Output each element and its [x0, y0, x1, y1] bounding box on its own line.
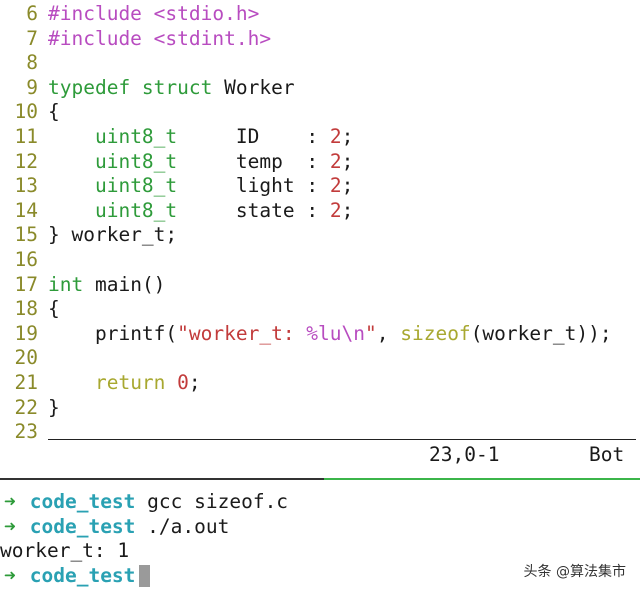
bit-width: 2 — [329, 149, 342, 173]
code-line: 20 — [0, 346, 640, 371]
code-line: 23 — [0, 420, 640, 445]
field-name: temp — [235, 149, 283, 173]
field-name: ID — [235, 124, 260, 148]
semicolon: ; — [188, 370, 201, 394]
code-line: 12 uint8_t temp : 2; — [0, 150, 640, 175]
bit-width: 2 — [329, 174, 342, 198]
code-line: 6 #include <stdio.h> — [0, 2, 640, 27]
line-number: 21 — [14, 370, 38, 394]
semicolon: ; — [341, 149, 354, 173]
colon: : — [306, 174, 319, 198]
vim-editor[interactable]: 6 #include <stdio.h> 7 #include <stdint.h>… — [0, 0, 640, 445]
command-text: gcc sizeof.c — [147, 490, 289, 513]
separator: , — [376, 321, 401, 345]
code-line: 7 #include <stdint.h> — [0, 27, 640, 52]
line-number: 18 — [14, 297, 38, 321]
semicolon: ; — [341, 124, 354, 148]
terminal-pane[interactable]: ➜ code_test gcc sizeof.c ➜ code_test ./a.o… — [0, 490, 640, 588]
include-path: <stdint.h> — [153, 26, 272, 50]
terminal-cursor — [139, 565, 151, 588]
line-number: 15 — [14, 223, 38, 247]
line-number: 11 — [14, 124, 38, 148]
brace: { — [48, 297, 60, 321]
semicolon: ; — [341, 174, 354, 198]
cursor-position: 23,0-1 — [429, 443, 500, 466]
command-text: ./a.out — [147, 514, 230, 538]
preprocessor-keyword: #include — [48, 2, 142, 25]
watermark: 头条 @算法集市 — [523, 564, 626, 580]
prompt-arrow-icon: ➜ — [4, 490, 16, 513]
type-keyword: uint8_t — [94, 149, 178, 173]
line-number: 12 — [14, 149, 38, 173]
prompt-directory: code_test — [29, 514, 136, 538]
prompt-arrow-icon: ➜ — [4, 514, 16, 538]
string-quote: " — [365, 321, 377, 345]
colon: : — [306, 149, 319, 173]
call-tail: (worker_t)); — [470, 321, 612, 345]
line-number: 6 — [26, 2, 38, 25]
line-number: 9 — [26, 75, 38, 99]
semicolon: ; — [341, 198, 354, 222]
code-line: 22} — [0, 396, 640, 421]
terminal-line: ➜ code_test ./a.out — [0, 515, 640, 540]
line-number: 16 — [14, 247, 38, 271]
brace: { — [48, 100, 60, 124]
prompt-directory: code_test — [29, 490, 136, 513]
prompt-arrow-icon: ➜ — [4, 563, 16, 587]
return-keyword: return — [94, 370, 166, 394]
brace: } — [48, 395, 60, 419]
terminal-line[interactable]: ➜ code_test — [0, 564, 640, 589]
type-keyword: uint8_t — [94, 174, 178, 198]
code-line: 19 printf("worker_t: %lu\n", sizeof(work… — [0, 322, 640, 347]
prompt-directory: code_test — [29, 563, 136, 587]
struct-name: Worker — [224, 75, 295, 99]
bit-width: 2 — [329, 124, 342, 148]
line-number: 23 — [14, 420, 38, 444]
colon: : — [306, 198, 319, 222]
scroll-indicator: Bot — [589, 443, 625, 466]
line-number: 22 — [14, 395, 38, 419]
function-signature: main() — [94, 272, 166, 296]
keyword: typedef struct — [48, 75, 213, 99]
code-line: 14 uint8_t state : 2; — [0, 199, 640, 224]
code-line: 11 uint8_t ID : 2; — [0, 125, 640, 150]
code-line: 16 — [0, 248, 640, 273]
type-keyword: uint8_t — [94, 124, 178, 148]
format-spec: %lu\n — [306, 321, 365, 345]
include-path: <stdio.h> — [153, 2, 260, 25]
terminal-output: worker_t: 1 — [0, 539, 130, 563]
terminal-line: ➜ code_test gcc sizeof.c — [0, 490, 640, 515]
line-number: 17 — [14, 272, 38, 296]
code-line: 13 uint8_t light : 2; — [0, 174, 640, 199]
line-number: 19 — [14, 321, 38, 345]
pane-divider[interactable] — [0, 478, 640, 480]
colon: : — [306, 124, 319, 148]
code-line: 21 return 0; — [0, 371, 640, 396]
code-line: 15 } worker_t; — [0, 223, 640, 248]
field-name: light — [235, 174, 295, 198]
code-line: 8 — [0, 51, 640, 76]
struct-close: } worker_t; — [48, 223, 178, 247]
vim-status-line: 23,0-1 Bot — [48, 439, 636, 474]
string-literal: "worker_t: — [177, 321, 307, 345]
line-number: 7 — [26, 26, 38, 50]
active-pane-indicator — [324, 478, 640, 480]
line-number: 13 — [14, 174, 38, 198]
code-line: 10 { — [0, 100, 640, 125]
preprocessor-keyword: #include — [48, 26, 142, 50]
line-number: 8 — [26, 51, 38, 75]
type-keyword: uint8_t — [94, 198, 178, 222]
code-line: 17 int main() — [0, 273, 640, 298]
line-number: 20 — [14, 346, 38, 370]
line-number: 10 — [14, 100, 38, 124]
code-line: 18 { — [0, 297, 640, 322]
code-line: 9 typedef struct Worker — [0, 76, 640, 101]
keyword: int — [48, 272, 84, 296]
return-value: 0 — [177, 370, 189, 394]
line-number: 14 — [14, 198, 38, 222]
sizeof-keyword: sizeof — [400, 321, 471, 345]
function-call: printf( — [94, 321, 178, 345]
bit-width: 2 — [329, 198, 342, 222]
field-name: state — [235, 198, 295, 222]
